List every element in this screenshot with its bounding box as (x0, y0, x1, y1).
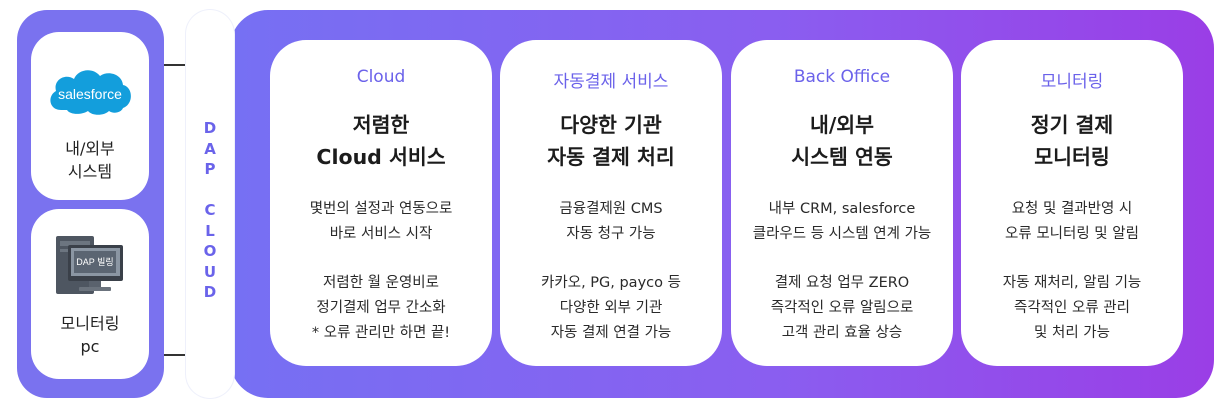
card-desc-line: 몇번의 설정과 연동으로 바로 서비스 시작 (309, 201, 453, 242)
card-description: 금융결제원 CMS 자동 청구 가능 카카오, PG, payco 등 다양한 … (500, 197, 722, 346)
dap-letter: D (203, 283, 217, 301)
connector-line-top (164, 64, 186, 66)
monitor-pc-icon: DAP 빌링 (56, 236, 123, 294)
feature-card-monitoring: 모니터링 정기 결제 모니터링 요청 및 결과반영 시 오류 모니터링 및 알림… (961, 40, 1183, 366)
left-systems-panel: salesforce 내/외부 시스템 DAP 빌링 모니터링 pc (17, 10, 164, 398)
svg-text:salesforce: salesforce (58, 86, 122, 102)
card-category: 자동결제 서비스 (553, 72, 669, 92)
connector-line-bottom (164, 354, 186, 356)
svg-text:DAP 빌링: DAP 빌링 (76, 256, 113, 267)
feature-card-back-office: Back Office 내/외부 시스템 연동 내부 CRM, salesfor… (731, 40, 953, 366)
monitoring-pc-card: DAP 빌링 모니터링 pc (31, 209, 149, 379)
card-description: 요청 및 결과반영 시 오류 모니터링 및 알림 자동 재처리, 알림 기능 즉… (961, 197, 1183, 346)
dap-cloud-features-panel: Cloud 저렴한 Cloud 서비스 몇번의 설정과 연동으로 바로 서비스 … (230, 10, 1214, 398)
dap-letter: L (205, 221, 215, 240)
card-category: Back Office (793, 67, 891, 87)
dap-letter: D (203, 119, 217, 137)
card-title: 정기 결제 모니터링 (1030, 113, 1114, 169)
card-desc-line: 저렴한 월 운영비로 정기결제 업무 간소화 * 오류 관리만 하면 끝! (311, 275, 451, 341)
dap-letter: O (203, 242, 217, 260)
feature-card-cloud: Cloud 저렴한 Cloud 서비스 몇번의 설정과 연동으로 바로 서비스 … (270, 40, 492, 366)
card-desc-line: 요청 및 결과반영 시 오류 모니터링 및 알림 (1005, 201, 1139, 242)
salesforce-logo: salesforce (50, 70, 131, 115)
card-description: 몇번의 설정과 연동으로 바로 서비스 시작 저렴한 월 운영비로 정기결제 업… (270, 197, 492, 346)
card-desc-line: 내부 CRM, salesforce 클라우드 등 시스템 연계 가능 (752, 201, 932, 242)
dap-letter (186, 180, 234, 201)
dap-letter: C (204, 201, 216, 219)
external-system-label: 내/외부 시스템 (65, 139, 115, 181)
monitoring-pc-label: 모니터링 pc (60, 314, 120, 356)
dap-letter: U (203, 262, 217, 281)
dap-cloud-hub: D A P C L O U D (186, 10, 234, 398)
card-category: Cloud (356, 67, 406, 87)
feature-card-auto-payment: 자동결제 서비스 다양한 기관 자동 결제 처리 금융결제원 CMS 자동 청구… (500, 40, 722, 366)
dap-cloud-label: D A P C L O U D (186, 118, 234, 303)
card-title: 내/외부 시스템 연동 (791, 113, 893, 169)
card-desc-line: 자동 재처리, 알림 기능 즉각적인 오류 관리 및 처리 가능 (1002, 275, 1142, 341)
dap-letter: A (204, 139, 216, 158)
card-title: 다양한 기관 자동 결제 처리 (547, 113, 675, 169)
card-desc-line: 금융결제원 CMS 자동 청구 가능 (559, 201, 663, 242)
card-category: 모니터링 (1040, 72, 1104, 92)
external-system-card: salesforce 내/외부 시스템 (31, 32, 149, 200)
card-description: 내부 CRM, salesforce 클라우드 등 시스템 연계 가능 결제 요… (731, 197, 953, 346)
card-desc-line: 결제 요청 업무 ZERO 즉각적인 오류 알림으로 고객 관리 효율 상승 (770, 275, 914, 341)
dap-letter: P (204, 160, 216, 178)
card-desc-line: 카카오, PG, payco 등 다양한 외부 기관 자동 결제 연결 가능 (541, 275, 681, 341)
card-title: 저렴한 Cloud 서비스 (316, 113, 446, 169)
